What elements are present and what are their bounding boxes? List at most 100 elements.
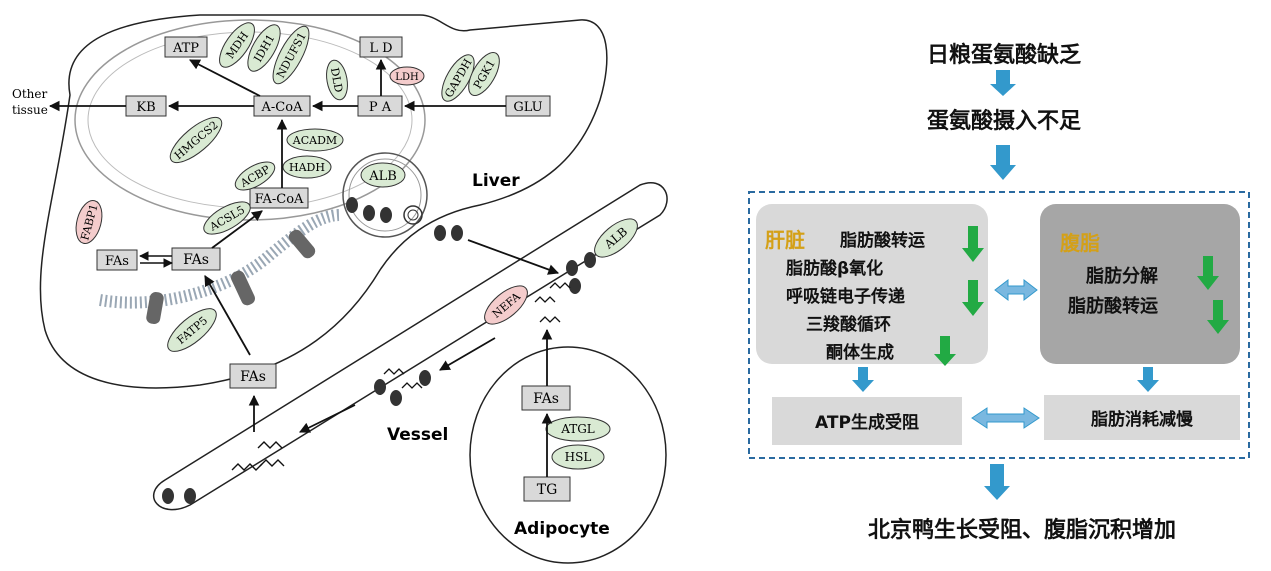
label-text: 酮体生成	[826, 342, 894, 363]
shape	[211, 210, 263, 249]
shape	[75, 200, 103, 244]
label-text: 三羧酸循环	[806, 314, 891, 335]
vessel-nefa: NEFA	[484, 285, 528, 325]
label-text: FA-CoA	[255, 192, 304, 207]
enzyme-acsl5: ACSL5	[203, 201, 251, 235]
vessel-fas: FAs	[229, 363, 277, 389]
enzyme-atgl: ATGL	[545, 416, 611, 442]
label-text: ALB	[368, 169, 397, 184]
enzyme-alb-liver: ALB	[360, 162, 406, 188]
shape	[204, 275, 251, 356]
shape	[434, 225, 446, 241]
shape	[360, 162, 406, 188]
enzyme-hsl: HSL	[551, 444, 605, 470]
adipocyte-tg: TG	[523, 476, 571, 502]
shape	[184, 488, 196, 504]
liver-panel-label: 肝脏	[765, 228, 805, 252]
box-ld: L D	[359, 36, 403, 58]
shape	[146, 291, 164, 325]
shape	[257, 441, 283, 449]
enzyme-hadh: HADH	[282, 155, 332, 179]
label-text: LDH	[395, 72, 419, 83]
adipocyte-outline	[469, 346, 667, 564]
label-text: TG	[537, 482, 558, 498]
shape	[1137, 367, 1159, 392]
atp-block	[772, 397, 962, 445]
shape	[962, 226, 984, 262]
label-text: 脂肪消耗减慢	[1091, 409, 1194, 430]
shape	[934, 336, 956, 366]
box-kb: KB	[125, 95, 167, 117]
vessel-title: Vessel	[387, 425, 448, 445]
label-text: FAs	[183, 252, 209, 268]
shape	[169, 116, 223, 164]
vessel-alb: ALB	[594, 218, 638, 258]
flow-top1: 日粮蛋氨酸缺乏	[927, 42, 1081, 68]
shape	[439, 337, 496, 371]
shape	[1207, 300, 1229, 334]
liver-panel	[756, 204, 988, 364]
er-vesicle	[342, 152, 428, 238]
shape	[272, 25, 310, 85]
shape	[326, 59, 348, 101]
flow-top2: 蛋氨酸摄入不足	[927, 108, 1081, 134]
box-pa: P A	[357, 95, 403, 117]
shape	[484, 285, 528, 325]
shape	[363, 205, 375, 221]
label-text: ATGL	[560, 422, 595, 436]
shape	[451, 225, 463, 241]
label-text: HSL	[565, 450, 592, 464]
label-text: 脂肪酸β氧化	[786, 258, 883, 279]
shape	[219, 22, 255, 68]
shape	[962, 280, 984, 316]
box-fas-2: FAs	[171, 247, 221, 271]
enzyme-fatp5: FATP5	[167, 308, 217, 352]
shape	[984, 464, 1010, 500]
label-text: FAs	[240, 369, 266, 385]
label-text: 脂肪酸转运	[840, 230, 925, 251]
shape	[521, 385, 571, 411]
box-acoa: A-CoA	[253, 95, 311, 117]
fat-panel	[1040, 204, 1240, 364]
enzyme-fabp1: FABP1	[75, 200, 103, 244]
enzyme-hmgcs2: HMGCS2	[169, 116, 223, 164]
shape	[299, 404, 356, 433]
label-text: GLU	[513, 100, 542, 115]
shape	[359, 36, 403, 58]
enzyme-ldh: LDH	[389, 66, 425, 86]
shape	[229, 363, 277, 389]
label-text: Other	[12, 87, 47, 101]
shape	[545, 416, 611, 442]
label-text: ACADM	[292, 134, 337, 147]
shape	[231, 270, 255, 306]
label-text: ATP生成受阻	[815, 412, 919, 433]
flow-chart: 日粮蛋氨酸缺乏 蛋氨酸摄入不足 肝脏 脂肪酸转运 脂肪酸β氧化 呼吸链电子传递 …	[748, 42, 1250, 543]
box-fas-1: FAs	[96, 249, 138, 271]
shape	[441, 54, 475, 102]
shape	[234, 161, 276, 191]
shape	[569, 278, 581, 294]
shape	[389, 66, 425, 86]
label-text: FAs	[533, 391, 559, 407]
shape	[348, 158, 422, 232]
shape	[380, 207, 392, 223]
shape	[584, 252, 596, 268]
shape	[231, 463, 263, 471]
shape	[167, 308, 217, 352]
shape	[990, 145, 1016, 180]
shape	[534, 296, 556, 303]
shape	[189, 59, 261, 97]
shape	[971, 407, 1040, 429]
shape	[96, 249, 138, 271]
box-atp: ATP	[164, 36, 208, 58]
label-text: L D	[369, 41, 392, 56]
shape	[523, 476, 571, 502]
flow-bottom: 北京鸭生长受阻、腹脂沉积增加	[868, 517, 1176, 543]
shape	[162, 488, 174, 504]
shape	[852, 367, 874, 392]
label-text: KB	[136, 100, 155, 115]
label-text: 呼吸链电子传递	[786, 286, 905, 307]
shape	[419, 370, 431, 386]
box-glu: GLU	[505, 95, 551, 117]
shape	[539, 316, 561, 323]
